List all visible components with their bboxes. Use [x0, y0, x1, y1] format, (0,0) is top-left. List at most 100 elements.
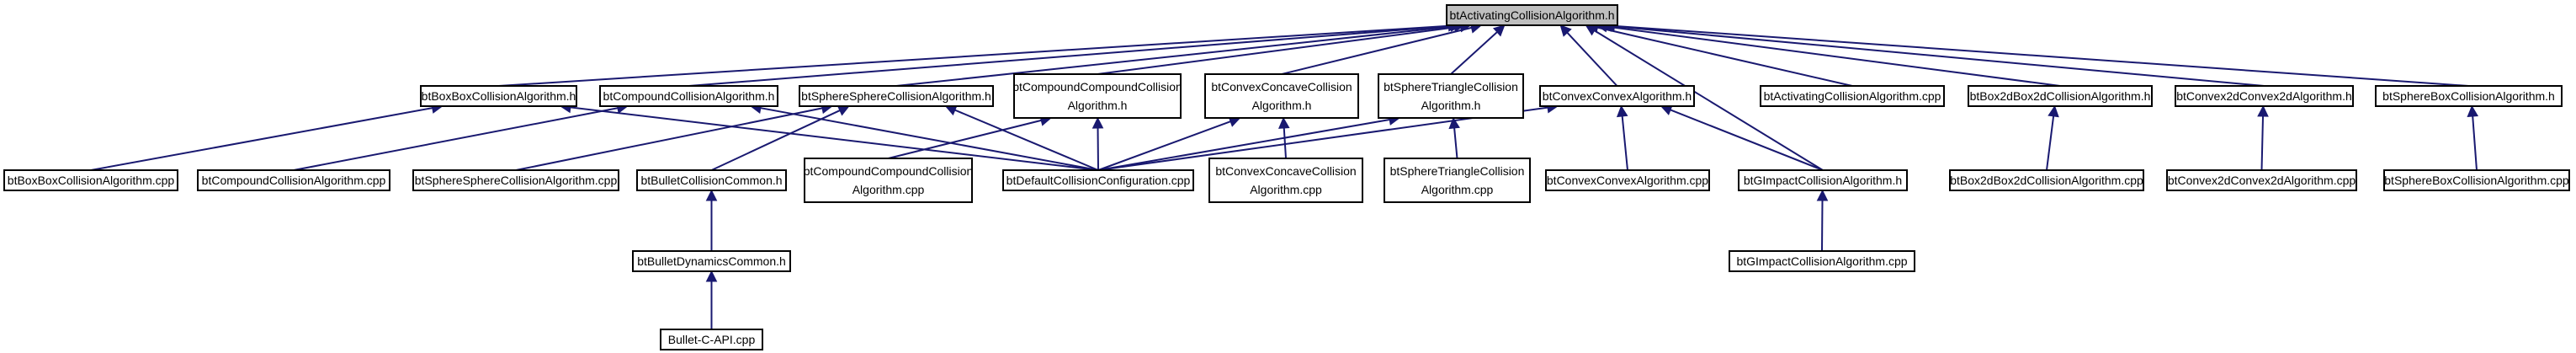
arrowhead-icon — [2257, 104, 2269, 117]
edge-line — [2472, 115, 2478, 171]
edge-line — [570, 106, 1099, 171]
node-spheresphere-h[interactable]: btSphereSphereCollisionAlgorithm.h — [799, 85, 994, 107]
edge-line — [711, 110, 841, 171]
node-convexconvex-h[interactable]: btConvexConvexAlgorithm.h — [1539, 85, 1695, 107]
node-root[interactable]: btActivatingCollisionAlgorithm.h — [1446, 4, 1618, 26]
node-box — [1729, 250, 1915, 272]
node-boxbox-h[interactable]: btBoxBoxCollisionAlgorithm.h — [420, 85, 577, 107]
node-box — [1378, 73, 1524, 119]
node-box — [804, 158, 973, 203]
node-compound-cpp[interactable]: btCompoundCollisionAlgorithm.cpp — [197, 169, 390, 191]
node-box — [1384, 158, 1531, 203]
edge-line — [1614, 24, 2469, 87]
edge-line — [90, 107, 433, 171]
edge-line — [888, 119, 1042, 159]
node-box — [3, 169, 178, 191]
node-box — [412, 169, 619, 191]
node-defaultconfig-cpp[interactable]: btDefaultCollisionConfiguration.cpp — [1002, 169, 1194, 191]
node-capi-cpp[interactable]: Bullet-C-API.cpp — [660, 329, 763, 350]
edge-spheretri-cpp-to-spheretri-h — [1448, 116, 1460, 159]
edges — [90, 19, 2479, 329]
node-label: btSphereTriangleCollision — [1390, 164, 1525, 178]
node-convexconvex-cpp[interactable]: btConvexConvexAlgorithm.cpp — [1545, 169, 1710, 191]
node-box — [1545, 169, 1710, 191]
edge-line — [1821, 200, 1824, 252]
arrowhead-icon — [705, 270, 718, 282]
node-compound-h[interactable]: btCompoundCollisionAlgorithm.h — [599, 85, 778, 107]
node-gimpact-cpp[interactable]: btGImpactCollisionAlgorithm.cpp — [1729, 250, 1915, 272]
node-label: btConvexConvexAlgorithm.h — [1543, 89, 1692, 103]
node-box2d-cpp[interactable]: btBox2dBox2dCollisionAlgorithm.cpp — [1949, 169, 2144, 191]
node-box — [1949, 169, 2144, 191]
arrowhead-icon — [837, 105, 850, 116]
arrowhead-icon — [2467, 104, 2479, 117]
arrowhead-icon — [1492, 24, 1506, 37]
edge-compound-cpp-to-compound-h — [293, 102, 629, 171]
edge-line — [1594, 29, 1824, 171]
node-label: btDefaultCollisionConfiguration.cpp — [1006, 174, 1191, 187]
edge-spherebox-h-to-root — [1603, 20, 2469, 87]
edge-compcomp-cpp-to-compcomp-h — [888, 115, 1052, 159]
edge-convexconvex-cpp-to-convexconvex-h — [1616, 104, 1628, 171]
node-convex2d-cpp[interactable]: btConvex2dConvex2dAlgorithm.cpp — [2166, 169, 2357, 191]
node-spheresphere-cpp[interactable]: btSphereSphereCollisionAlgorithm.cpp — [412, 169, 619, 191]
arrowhead-icon — [705, 189, 718, 201]
edge-dynamics-h-to-bulletcommon-h — [705, 189, 718, 251]
edge-line — [1453, 127, 1458, 159]
node-box — [599, 85, 778, 107]
arrowhead-icon — [1559, 24, 1572, 37]
node-label: btGImpactCollisionAlgorithm.cpp — [1736, 254, 1907, 268]
edge-line — [1566, 32, 1618, 87]
node-spherebox-h[interactable]: btSphereBoxCollisionAlgorithm.h — [2375, 85, 2563, 107]
edge-line — [1450, 31, 1498, 75]
edge-line — [760, 107, 1099, 171]
arrowhead-icon — [1816, 189, 1829, 201]
edge-capi-cpp-to-dynamics-h — [705, 270, 718, 329]
node-box — [2175, 85, 2354, 107]
edge-line — [688, 24, 1452, 87]
node-label: btBulletDynamicsCommon.h — [637, 254, 786, 268]
node-spherebox-cpp[interactable]: btSphereBoxCollisionAlgorithm.cpp — [2383, 169, 2570, 191]
edge-spheretri-h-to-root — [1450, 24, 1506, 75]
node-box — [1204, 73, 1359, 119]
node-label: btCompoundCompoundCollision — [804, 164, 974, 178]
node-label: Algorithm.cpp — [852, 183, 925, 196]
node-box — [1738, 169, 1908, 191]
edge-line — [515, 107, 823, 171]
node-label: btConvexConvexAlgorithm.cpp — [1547, 174, 1708, 187]
node-box2d-h[interactable]: btBox2dBox2dCollisionAlgorithm.h — [1968, 85, 2153, 107]
node-label: btSphereBoxCollisionAlgorithm.cpp — [2384, 174, 2569, 187]
node-activating-cpp[interactable]: btActivatingCollisionAlgorithm.cpp — [1760, 85, 1945, 107]
node-box — [632, 250, 791, 272]
node-gimpact-h[interactable]: btGImpactCollisionAlgorithm.h — [1738, 169, 1908, 191]
node-boxbox-cpp[interactable]: btBoxBoxCollisionAlgorithm.cpp — [3, 169, 178, 191]
node-label: btCompoundCollisionAlgorithm.cpp — [202, 174, 386, 187]
arrowhead-icon — [1091, 116, 1104, 129]
arrowhead-icon — [1616, 104, 1628, 118]
node-box — [1013, 73, 1182, 119]
node-dynamics-h[interactable]: btBulletDynamicsCommon.h — [632, 250, 791, 272]
node-box — [197, 169, 390, 191]
edge-line — [895, 25, 1455, 87]
node-label: btConvexConcaveCollision — [1215, 164, 1356, 178]
node-label: Algorithm.cpp — [1421, 183, 1494, 196]
edge-convex2d-h-to-root — [1600, 20, 2265, 87]
node-box — [2166, 169, 2357, 191]
node-bulletcommon-h[interactable]: btBulletCollisionCommon.h — [636, 169, 787, 191]
node-box — [636, 169, 787, 191]
node-label: Algorithm.h — [1068, 99, 1128, 112]
node-box — [2375, 85, 2563, 107]
node-convex2d-h[interactable]: btConvex2dConvex2dAlgorithm.h — [2175, 85, 2354, 107]
edge-line — [1621, 115, 1628, 171]
edge-line — [1597, 26, 1853, 87]
edge-convexconcave-cpp-to-convexconcave-h — [1277, 116, 1290, 159]
node-box — [1208, 158, 1363, 203]
node-label: btBoxBoxCollisionAlgorithm.cpp — [8, 174, 175, 187]
